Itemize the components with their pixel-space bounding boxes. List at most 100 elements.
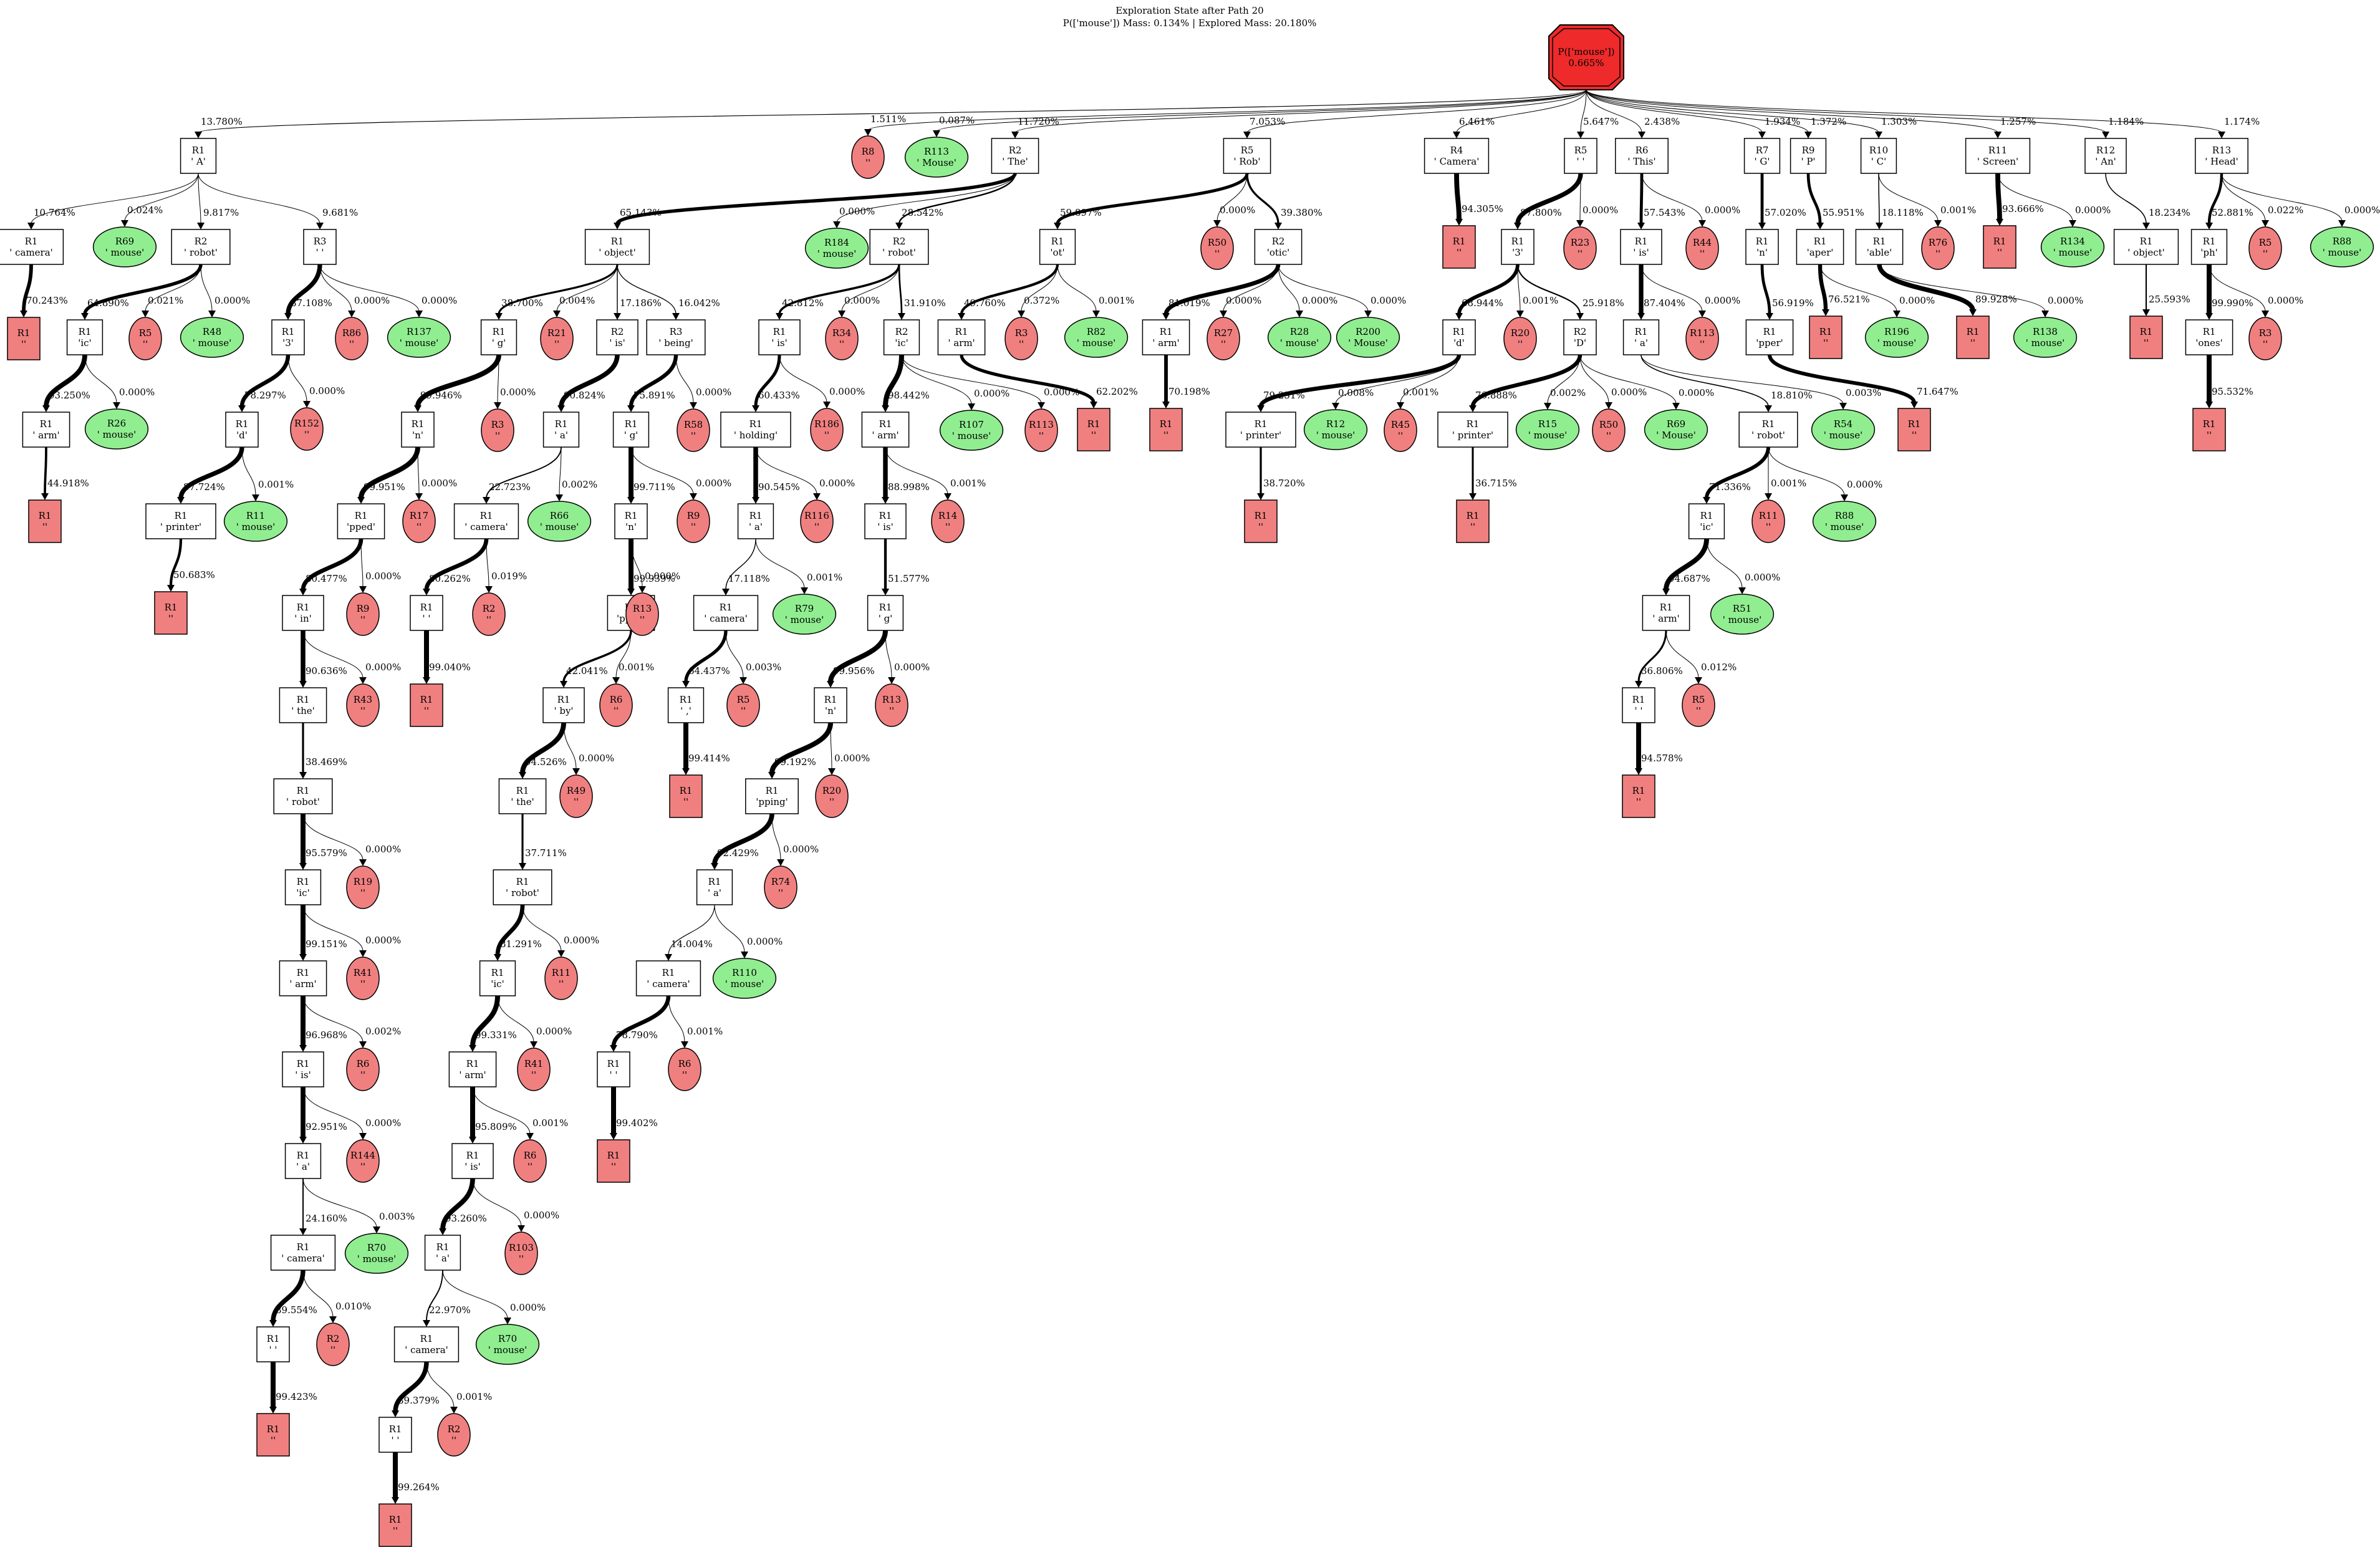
edge-arrowhead xyxy=(1469,405,1477,412)
node-label: R66' mouse' xyxy=(540,510,579,533)
match-ellipse xyxy=(223,501,288,542)
node-TR_R110: R110' mouse' xyxy=(712,958,777,999)
edge-arrowhead xyxy=(1910,402,1918,408)
node-T_R21: R21'' xyxy=(540,317,574,360)
edge-T_R144 xyxy=(302,1086,364,1135)
node-label: P(['mouse'])0.665% xyxy=(1558,46,1614,69)
edge-probability-label: 95.579% xyxy=(306,847,347,859)
edge-arrowhead xyxy=(882,497,889,504)
edge-arrowhead xyxy=(316,223,324,229)
node-label: R2'D' xyxy=(1574,326,1587,349)
node-Th_R113: R113'' xyxy=(1685,317,1719,360)
node-root: P(['mouse'])0.665% xyxy=(1548,24,1624,90)
node-Th_is: R1' is' xyxy=(1620,229,1662,265)
node-label: R1' arm' xyxy=(872,418,899,441)
node-T_barm: R1' arm' xyxy=(448,1051,497,1087)
dead-end-ellipse xyxy=(810,408,844,451)
edge-layer xyxy=(20,89,2346,1504)
edge-arrowhead xyxy=(1090,402,1097,408)
edge-probability-label: 0.003% xyxy=(379,1211,415,1222)
diagram-subtitle: P(['mouse']) Mass: 0.134% | Explored Mas… xyxy=(1063,17,1317,29)
edge-probability-label: 0.000% xyxy=(1705,205,1740,216)
node-label: R76'' xyxy=(1929,237,1947,259)
node-box xyxy=(451,1143,494,1179)
edge-TR_R20 xyxy=(830,722,832,770)
node-label: R1'' xyxy=(1255,510,1268,533)
dead-end-ellipse xyxy=(1207,317,1240,360)
node-label: R1' camera' xyxy=(405,1333,448,1356)
edge-arrowhead xyxy=(121,220,128,227)
edge-Sp xyxy=(1580,89,1587,133)
node-label: R1' camera' xyxy=(281,1241,325,1264)
node-T_sp: R1' ' xyxy=(256,1326,290,1362)
node-label: R11'' xyxy=(1759,510,1778,533)
edge-T_R3 xyxy=(497,354,499,404)
edge-arrowhead xyxy=(299,1045,307,1052)
node-box xyxy=(635,960,701,996)
node-label: R1' ' xyxy=(389,1424,402,1446)
node-label: R6' This' xyxy=(1627,145,1655,167)
edge-probability-label: 0.000% xyxy=(1220,205,1255,216)
node-P_R196: R196' mouse' xyxy=(1864,317,1929,358)
edge-arrowhead xyxy=(1822,309,1829,316)
edge-T_R6b xyxy=(615,630,632,679)
node-box xyxy=(1860,138,1897,174)
node-box xyxy=(693,595,759,631)
node-label: R1' a' xyxy=(436,1241,450,1264)
dead-end-ellipse xyxy=(346,592,380,636)
node-label: R50'' xyxy=(1208,237,1226,259)
edge-T_R184 xyxy=(836,173,1016,223)
edge-arrowhead xyxy=(1364,311,1372,317)
node-Head: R13' Head' xyxy=(2195,138,2248,174)
edge-arrowhead xyxy=(423,589,430,595)
edge-probability-label: 0.001% xyxy=(532,1117,568,1129)
edge-probability-label: 0.003% xyxy=(1846,387,1881,398)
edge-arrowhead xyxy=(1758,132,1766,138)
node-box xyxy=(745,778,799,814)
node-label: R41'' xyxy=(524,1058,543,1081)
match-ellipse xyxy=(387,317,451,358)
edge-arrowhead xyxy=(944,493,952,500)
edge-arrowhead xyxy=(483,497,490,504)
edge-arrowhead xyxy=(1876,223,1883,229)
edge-Th_R113 xyxy=(1640,264,1703,312)
edge-probability-label: 99.331% xyxy=(475,1029,517,1041)
node-box xyxy=(1738,412,1798,448)
node-label: R1' holding' xyxy=(734,418,778,441)
node-TR_hcam: R1' camera' xyxy=(693,595,759,631)
edge-arrowhead xyxy=(828,768,836,775)
edge-arrowhead xyxy=(1455,313,1463,320)
edge-probability-label: 0.000% xyxy=(2268,295,2303,306)
edge-probability-label: 99.414% xyxy=(688,753,730,764)
edge-A_ic xyxy=(83,264,203,315)
node-box xyxy=(337,503,385,539)
edge-probability-label: 0.000% xyxy=(829,386,865,397)
edge-arrowhead xyxy=(882,405,889,412)
node-T_R2: R2'' xyxy=(316,1323,350,1366)
node-box xyxy=(1745,229,1779,265)
edge-T_R19 xyxy=(302,813,364,861)
node-H_ph: R1'ph' xyxy=(2190,229,2228,265)
node-TR_hcl: R1' ,' xyxy=(667,687,705,723)
edge-probability-label: 89.928% xyxy=(1975,294,2017,305)
dead-end-ellipse xyxy=(335,317,369,360)
terminal-box xyxy=(410,683,443,727)
node-label: R1'n' xyxy=(824,694,837,716)
node-label: R1' arm' xyxy=(32,418,59,441)
node-box xyxy=(737,503,774,539)
edge-arrowhead xyxy=(638,586,646,593)
edge-arrowhead xyxy=(1220,311,1227,317)
dead-end-ellipse xyxy=(677,499,710,543)
edge-probability-label: 80.477% xyxy=(306,573,347,584)
edge-G xyxy=(1586,89,1763,133)
node-box xyxy=(1501,229,1534,265)
edge-probability-label: 0.372% xyxy=(1024,295,1059,306)
edge-Th_sp xyxy=(1637,630,1667,683)
edge-probability-label: 0.002% xyxy=(1550,387,1586,398)
dead-end-ellipse xyxy=(677,408,710,452)
edge-arrowhead xyxy=(672,313,680,320)
edge-arrowhead xyxy=(776,313,783,320)
node-box xyxy=(1796,229,1844,265)
node-P: R9' P' xyxy=(1790,138,1827,174)
edge-probability-label: 0.000% xyxy=(696,387,731,398)
